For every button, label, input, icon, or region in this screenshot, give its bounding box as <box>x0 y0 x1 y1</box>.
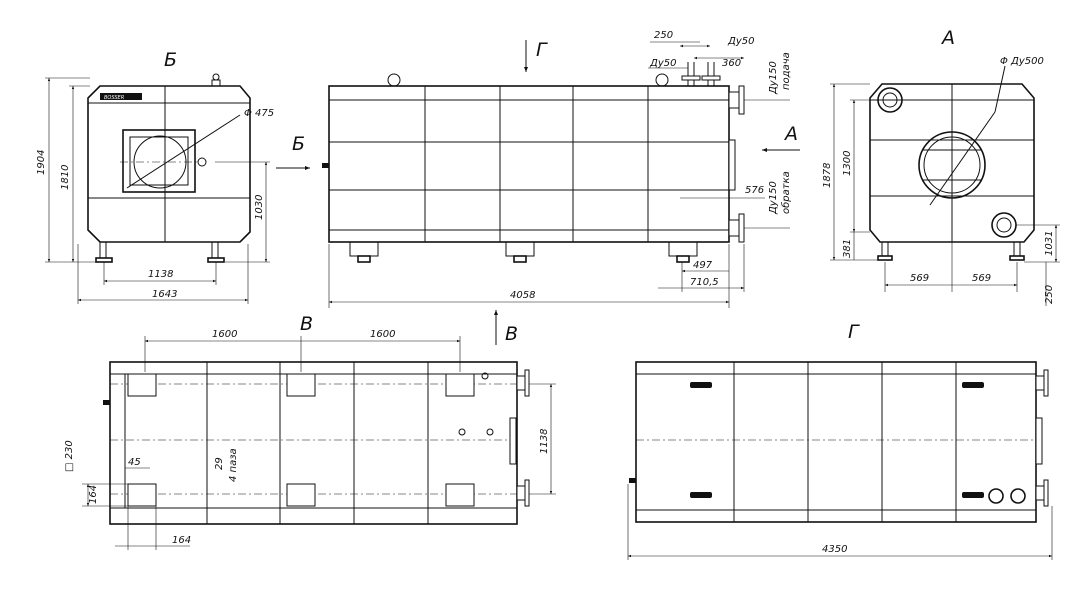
dim-710: 710,5 <box>690 277 719 288</box>
dim-1030: 1030 <box>254 195 265 220</box>
dim-1600-b: 1600 <box>370 329 395 340</box>
lifting-lug-icon <box>655 73 669 87</box>
dim-29: 29 <box>214 457 225 470</box>
burner-frame <box>122 129 196 193</box>
dim-250: 250 <box>654 30 673 41</box>
dim-du500: Φ Ду500 <box>1000 56 1044 67</box>
dim-du50-b: Ду50 <box>727 36 754 47</box>
dim-250-end: 250 <box>1044 285 1055 304</box>
dim-sq230: □ 230 <box>64 440 75 472</box>
view-a-end: А Φ Ду500 1878 1300 381 1 <box>822 27 1060 306</box>
view-arrow-a-label: А <box>783 123 798 145</box>
nozzle-icon <box>988 488 1004 504</box>
holes-label: 4 паза <box>228 448 239 482</box>
view-arrow-v-label: В <box>505 323 518 345</box>
dim-4058: 4058 <box>510 290 535 301</box>
return-flange-icon <box>991 212 1017 238</box>
foot-pad <box>127 373 157 397</box>
valve-icon <box>212 73 220 81</box>
dim-569-b: 569 <box>972 273 991 284</box>
dim-1138: 1138 <box>148 269 173 280</box>
dim-1904: 1904 <box>36 150 47 175</box>
du150-return: Ду150 <box>768 181 779 215</box>
foot-pad <box>445 373 475 397</box>
dim-497: 497 <box>693 260 713 271</box>
dim-1878: 1878 <box>822 163 833 188</box>
view-b-side: Б BOSSER Φ 475 1904 1810 <box>36 49 274 304</box>
brand-text: BOSSER <box>104 95 124 101</box>
dim-1600-a: 1600 <box>212 329 237 340</box>
view-label-v: В <box>300 313 313 335</box>
foot-pad <box>286 483 316 507</box>
view-arrow-b-label: Б <box>292 133 305 155</box>
dim-1300: 1300 <box>842 151 853 176</box>
dim-45: 45 <box>128 457 141 468</box>
dim-381: 381 <box>842 239 853 258</box>
view-arrow-g: Г <box>524 39 548 72</box>
foot-pad <box>127 483 157 507</box>
lifting-lug-icon <box>387 73 401 87</box>
view-arrow-g-label: Г <box>536 39 548 61</box>
dim-1810: 1810 <box>60 165 71 190</box>
boiler-body-front <box>328 85 730 243</box>
dim-164-a: 164 <box>88 485 99 504</box>
dim-dia475: Φ 475 <box>244 108 274 119</box>
boiler-body-plan <box>109 361 518 525</box>
view-label-b: Б <box>164 49 177 71</box>
foot-pad <box>286 373 316 397</box>
dim-576: 576 <box>745 185 764 196</box>
manhole-icon <box>918 131 986 199</box>
dim-360: 360 <box>722 58 741 69</box>
supply-label: подача <box>781 52 792 90</box>
view-label-g: Г <box>848 321 860 343</box>
brand-plate <box>100 93 142 100</box>
front-view: 250 Ду50 Ду50 360 Ду150 подача Ду150 обр… <box>322 30 792 308</box>
sight-glass-icon <box>197 157 207 167</box>
view-arrow-b: Б <box>276 133 310 170</box>
view-label-a: А <box>940 27 955 49</box>
du150-supply: Ду150 <box>768 61 779 95</box>
dim-4350: 4350 <box>822 544 847 555</box>
dim-du50-a: Ду50 <box>649 58 676 69</box>
boiler-end-outline-a <box>869 83 1035 243</box>
dim-1138-plan: 1138 <box>539 429 550 454</box>
bottom-view-g: Г 4350 <box>627 321 1053 560</box>
dim-164-b: 164 <box>172 535 191 546</box>
foot-pad <box>445 483 475 507</box>
dim-1643: 1643 <box>152 289 177 300</box>
dim-569-a: 569 <box>910 273 929 284</box>
dim-1031: 1031 <box>1044 231 1055 256</box>
boiler-end-outline <box>87 85 251 243</box>
return-label: обратка <box>780 171 792 214</box>
nozzle-icon <box>1010 488 1026 504</box>
plan-view-v: В В 1600 1600 <box>64 310 556 550</box>
view-arrow-a: А <box>762 123 800 152</box>
